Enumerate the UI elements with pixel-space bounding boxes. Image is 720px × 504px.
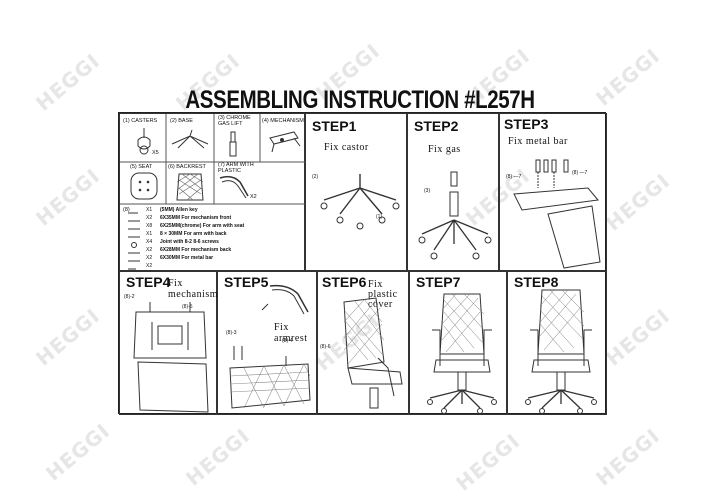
base-drawing	[172, 130, 212, 150]
step-1-panel: STEP1 Fix castor (2) (1)	[305, 113, 407, 271]
step-4-label: STEP4	[126, 274, 171, 290]
step-8-drawing	[518, 288, 602, 414]
step-4-code: (8)-2	[124, 294, 135, 300]
step-6-caption: Fix plastic cover	[368, 279, 398, 310]
step-2-caption: Fix gas	[428, 144, 461, 155]
watermark: HEGGI	[41, 418, 115, 486]
caster-drawing	[134, 128, 154, 156]
step-3-drawing	[508, 158, 604, 270]
arm-drawing	[218, 174, 252, 200]
hardware-label: (8)	[123, 207, 130, 213]
mechanism-drawing	[268, 128, 302, 154]
hardware-row: X2	[146, 263, 153, 269]
gas-lift-label: (3) CHROME GAS LIFT	[218, 115, 251, 127]
base-label: (2) BASE	[170, 118, 193, 124]
step-2-drawing	[418, 172, 494, 262]
hardware-row: X1(5MM) Allen key	[146, 207, 198, 213]
step-1-label: STEP1	[312, 118, 357, 134]
step-6-label: STEP6	[322, 274, 367, 290]
watermark: HEGGI	[601, 168, 675, 236]
watermark: HEGGI	[31, 163, 105, 231]
backrest-label: (6) BACKREST	[168, 164, 206, 170]
instruction-sheet: (1) CASTERS X5 (2) BASE (3) CHROME GAS L…	[118, 112, 607, 415]
seat-drawing	[130, 172, 158, 200]
step-4-caption: Fix mechanism	[168, 278, 219, 300]
step-5-panel: STEP5 Fix armrest (8)-3 (8)-4	[217, 271, 317, 415]
step-3-label: STEP3	[504, 116, 549, 132]
hardware-screws-drawing	[126, 210, 146, 272]
step-7-panel: STEP7	[409, 271, 507, 415]
watermark: HEGGI	[31, 303, 105, 371]
step-4-code: (8)-5	[182, 304, 193, 310]
backrest-drawing	[176, 172, 204, 202]
step-7-drawing	[422, 290, 502, 414]
step-3-panel: STEP3 Fix metal bar (8) —7 (8) —7	[499, 113, 607, 271]
step-1-code: (1)	[376, 214, 383, 220]
watermark: HEGGI	[451, 428, 525, 496]
step-5-caption: Fix armrest	[274, 322, 308, 344]
step-3-code: (8) —7	[572, 170, 588, 176]
step-4-panel: STEP4 Fix mechanism (8)-2 (8)-5	[119, 271, 219, 415]
step-5-drawing	[224, 280, 316, 412]
step-3-code: (8) —7	[506, 174, 522, 180]
step-2-panel: STEP2 Fix gas (3)	[407, 113, 499, 271]
step-6-code: (8)-6	[320, 344, 331, 350]
step-3-caption: Fix metal bar	[508, 136, 568, 147]
casters-label: (1) CASTERS	[123, 118, 158, 124]
arm-label: (7) ARM WITH PLASTIC	[218, 162, 254, 174]
step-2-label: STEP2	[414, 118, 459, 134]
step-1-caption: Fix castor	[324, 142, 369, 153]
step-5-label: STEP5	[224, 274, 269, 290]
parts-panel: (1) CASTERS X5 (2) BASE (3) CHROME GAS L…	[119, 113, 305, 271]
gas-lift-drawing	[228, 132, 238, 158]
step-6-panel: STEP6 Fix plastic cover (8)-6	[317, 271, 409, 415]
document-title: ASSEMBLING INSTRUCTION #L257H	[185, 86, 535, 114]
parts-grid-lines	[120, 114, 306, 272]
arm-qty: X2	[250, 194, 257, 200]
step-7-label: STEP7	[416, 274, 461, 290]
step-5-code: (8)-4	[282, 338, 293, 344]
step-1-drawing	[320, 170, 400, 230]
step-6-drawing	[334, 298, 408, 414]
watermark: HEGGI	[601, 303, 675, 371]
step-8-label: STEP8	[514, 274, 559, 290]
watermark: HEGGI	[591, 423, 665, 491]
mechanism-label: (4) MECHANISM	[262, 118, 304, 124]
casters-qty: X5	[152, 150, 159, 156]
step-4-drawing	[130, 302, 214, 414]
watermark: HEGGI	[181, 423, 255, 491]
step-1-code: (2)	[312, 174, 319, 180]
seat-label: (5) SEAT	[130, 164, 153, 170]
step-8-panel: STEP8	[507, 271, 607, 415]
step-2-code: (3)	[424, 188, 431, 194]
step-5-code: (8)-3	[226, 330, 237, 336]
